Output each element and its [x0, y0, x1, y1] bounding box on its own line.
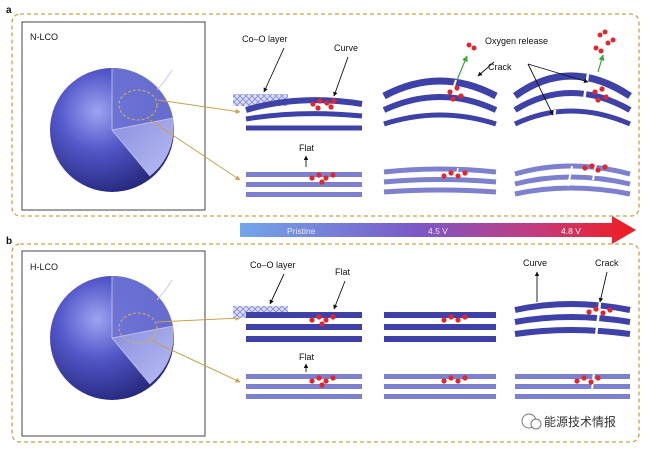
sphere-b	[50, 275, 174, 400]
voltage-arrow-body	[240, 216, 636, 244]
watermark-text: 能源技术情报	[544, 414, 616, 429]
label-oxygen-release: Oxygen release	[485, 36, 548, 46]
panel-a-frame	[11, 13, 640, 217]
voltage-label-4.8v: 4.8 V	[561, 226, 581, 236]
voltage-label-4.5v: 4.5 V	[428, 226, 448, 236]
zoom-ellipse-a	[118, 89, 158, 121]
layers-a-top-4.8v	[512, 72, 632, 133]
panel-b-letter: b	[6, 236, 12, 247]
layers-b-top-4.5v	[384, 312, 496, 342]
layers-b-bottom-4.8v	[515, 371, 630, 399]
voltage-label-pristine: Pristine	[287, 226, 316, 236]
layers-b-top-4.8v	[514, 301, 631, 337]
layers-b-bottom-4.5v	[384, 374, 496, 399]
panel-b: b H-LCO	[6, 236, 640, 443]
layers-b-bottom-pristine	[246, 374, 362, 399]
layers-a-bottom-4.8v	[514, 163, 631, 197]
label-flat-b-bottom: Flat	[299, 352, 315, 362]
layers-a-bottom-4.5v	[383, 166, 497, 195]
layers-a-top-4.5v	[382, 77, 498, 127]
label-flat-b-top: Flat	[335, 267, 351, 277]
label-curve-b: Curve	[523, 258, 547, 268]
label-curve-a: Curve	[334, 43, 358, 53]
voltage-arrow: Pristine 4.5 V 4.8 V	[240, 216, 636, 244]
panel-a: a N-LCO	[6, 5, 640, 217]
label-flat-a: Flat	[299, 143, 315, 153]
sample-label-a: N-LCO	[30, 32, 58, 42]
layers-b-top-pristine	[233, 306, 362, 342]
panel-b-frame	[11, 243, 640, 443]
watermark: 能源技术情报	[521, 413, 616, 430]
oxygen-cluster-a2	[593, 29, 616, 54]
label-crack-b: Crack	[595, 258, 619, 268]
zoom-ellipse-b	[118, 312, 158, 344]
layers-a-bottom-pristine	[246, 172, 362, 197]
label-co-o-layer-b: Co–O layer	[250, 260, 296, 270]
oxygen-cluster-a1	[466, 42, 477, 51]
sphere-a	[50, 67, 174, 192]
panel-a-letter: a	[6, 5, 12, 16]
sample-label-b: H-LCO	[30, 262, 58, 272]
label-co-o-layer-a: Co–O layer	[242, 34, 288, 44]
layers-a-top-pristine	[233, 94, 363, 131]
label-crack-a: Crack	[488, 62, 512, 72]
